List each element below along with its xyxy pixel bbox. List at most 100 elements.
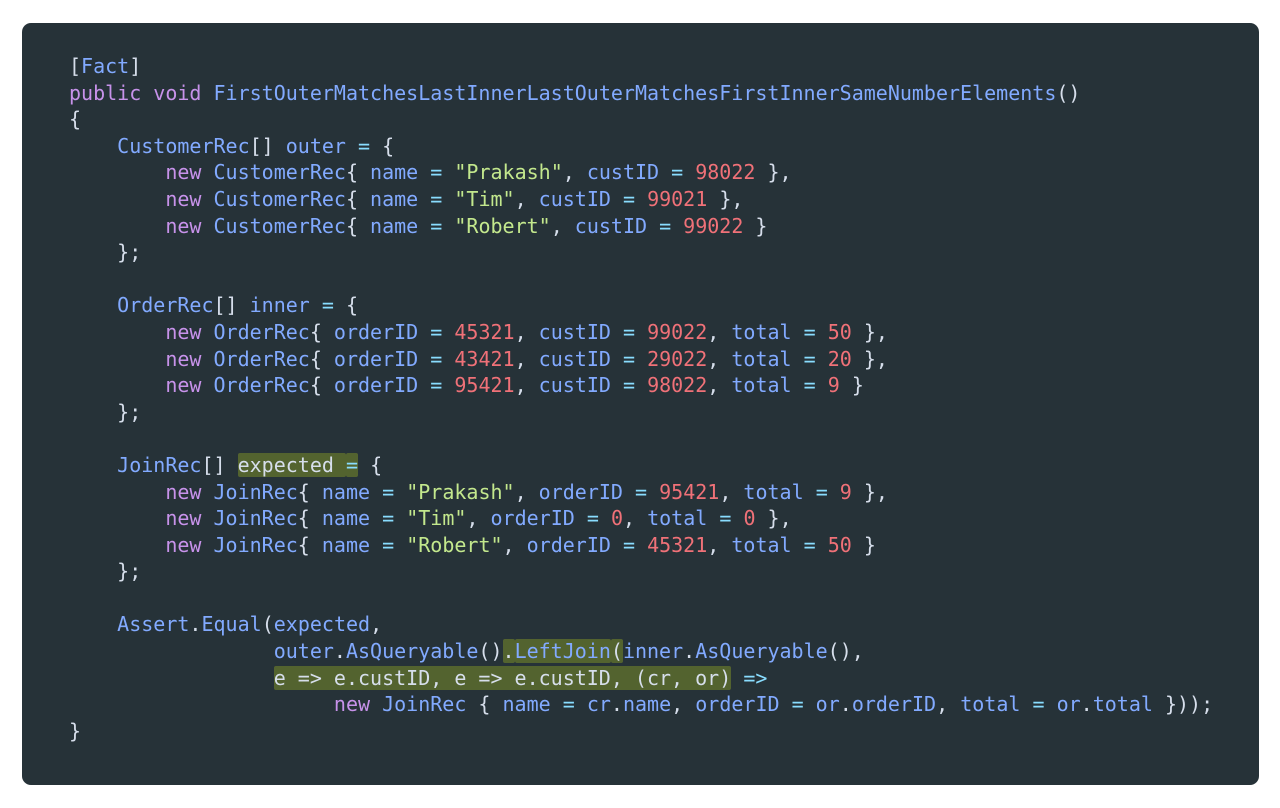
code-line: OrderRec[] inner = { [69, 292, 1213, 319]
code-token: JoinRec [213, 479, 298, 504]
code-token: = [382, 479, 395, 504]
code-token: "Prakash" [406, 479, 515, 504]
code-token: 20 [827, 346, 852, 371]
code-token: 99022 [683, 213, 744, 238]
code-line: new JoinRec{ name = "Robert", orderID = … [69, 532, 1213, 559]
code-token: 43421 [454, 346, 515, 371]
code-token: orderID [695, 692, 780, 717]
code-line: new CustomerRec{ name = "Robert", custID… [69, 213, 1213, 240]
code-token [442, 160, 454, 184]
code-line: new CustomerRec{ name = "Tim", custID = … [69, 186, 1213, 213]
code-token: 29022 [647, 346, 708, 371]
code-token: 50 [827, 532, 852, 557]
code-line: new CustomerRec{ name = "Prakash", custI… [69, 159, 1213, 186]
code-token: ] [129, 54, 142, 78]
code-token: FirstOuterMatchesLastInnerLastOuterMatch… [213, 80, 1057, 105]
code-token: Fact [81, 54, 130, 78]
code-token: 99022 [647, 319, 708, 344]
code-token: = [321, 293, 334, 318]
code-token [334, 293, 346, 317]
code-token [792, 533, 804, 557]
code-token [69, 160, 165, 184]
code-token [69, 506, 165, 530]
code-token [1020, 692, 1032, 716]
code-token: orderID [333, 319, 419, 344]
code-token [418, 187, 430, 211]
code-token [780, 692, 792, 716]
code-token: orderID [538, 479, 623, 504]
code-token: = [659, 213, 672, 238]
code-token: [] [213, 293, 250, 318]
code-token: AsQueryable [695, 639, 828, 664]
code-token [358, 453, 370, 477]
code-token [418, 160, 430, 184]
code-token: , [370, 612, 383, 637]
code-line: }; [69, 239, 1213, 266]
code-token [418, 347, 430, 371]
code-token [394, 533, 406, 557]
code-token: 0 [743, 506, 756, 531]
code-token: new [165, 213, 202, 238]
code-block[interactable]: [Fact]public void FirstOuterMatchesLastI… [69, 53, 1213, 744]
code-token: , [707, 319, 732, 344]
code-token: [] [201, 452, 238, 477]
code-token: { [297, 506, 322, 531]
code-token: { [370, 452, 383, 477]
code-token: }; [117, 399, 142, 424]
code-token: { [309, 373, 334, 398]
code-token: custID [574, 213, 648, 238]
code-token [394, 480, 406, 504]
code-token [731, 666, 743, 690]
code-token: . [683, 639, 696, 664]
code-token: name [370, 213, 419, 238]
code-token: inner [622, 639, 684, 664]
code-token [792, 347, 804, 371]
code-token: = [1032, 692, 1045, 717]
code-token [647, 214, 659, 238]
code-token [442, 214, 454, 238]
code-token: = [562, 692, 575, 717]
code-token: = [622, 186, 636, 211]
code-line: }; [69, 558, 1213, 585]
code-token [69, 692, 334, 716]
code-token [201, 373, 213, 397]
code-token: 95421 [659, 479, 720, 504]
code-line: CustomerRec[] outer = { [69, 133, 1213, 160]
code-token: , [671, 692, 696, 717]
code-token: } [839, 373, 864, 398]
code-line: outer.AsQueryable().LeftJoin(inner.AsQue… [69, 638, 1213, 665]
code-token: })); [1164, 692, 1214, 717]
code-token: () [478, 639, 503, 664]
code-token: }; [117, 240, 142, 265]
code-token: orderID [851, 692, 937, 717]
code-token [611, 187, 623, 211]
code-token: new [165, 319, 202, 344]
code-token: = [430, 346, 443, 371]
code-token [611, 347, 623, 371]
code-token: new [165, 346, 202, 371]
code-token: = [622, 346, 636, 371]
code-token: = [622, 319, 636, 344]
code-token: CustomerRec [213, 213, 346, 238]
code-token: , [514, 319, 539, 344]
code-token [611, 533, 623, 557]
highlighted-code-token: ( [610, 639, 623, 664]
code-line [69, 266, 1213, 293]
code-token [418, 214, 430, 238]
code-token: , [514, 479, 539, 504]
code-token: OrderRec [117, 293, 214, 318]
code-token: total [731, 532, 792, 557]
code-line: new OrderRec{ orderID = 95421, custID = … [69, 372, 1213, 399]
code-token [370, 480, 382, 504]
code-token: total [731, 319, 792, 344]
code-token [635, 533, 647, 557]
code-token [310, 293, 322, 317]
code-token: total [1092, 692, 1153, 717]
code-token [69, 134, 117, 158]
code-token: = [358, 133, 371, 158]
code-token: { [309, 319, 334, 344]
code-token [201, 214, 213, 238]
code-token: 45321 [647, 532, 708, 557]
code-token: }, [851, 479, 888, 504]
code-token [418, 320, 430, 344]
